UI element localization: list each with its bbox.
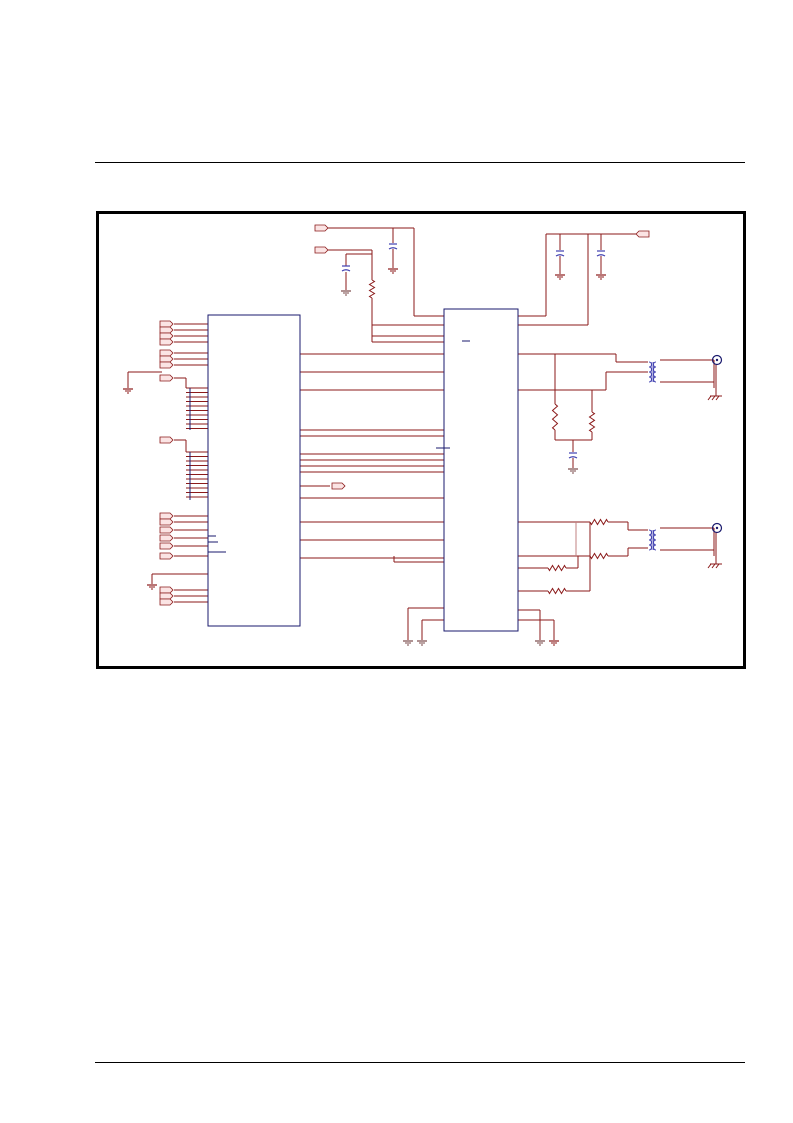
coax-connector — [711, 522, 723, 534]
capacitor — [596, 254, 606, 257]
port-connector — [314, 224, 329, 232]
component-layer — [123, 224, 723, 646]
port-connector — [159, 436, 174, 444]
resistor — [589, 518, 609, 526]
port-connector — [635, 230, 650, 238]
port-connector — [159, 349, 174, 357]
port-connector — [159, 512, 174, 520]
port-connector — [159, 320, 174, 328]
chassis-ground-symbol — [715, 395, 720, 401]
resistor — [547, 587, 567, 595]
port-connector — [159, 552, 174, 560]
port-connector — [159, 542, 174, 550]
capacitor — [568, 456, 578, 459]
capacitor — [341, 269, 351, 272]
transformer-coil — [648, 539, 652, 546]
port-connector — [159, 586, 174, 594]
port-connector — [159, 332, 174, 340]
coax-connector — [711, 354, 723, 366]
transformer-coil — [648, 534, 652, 541]
port-connector — [331, 482, 346, 490]
coax-connector-pin — [715, 526, 719, 530]
port-connector — [159, 355, 174, 363]
port-connector — [159, 534, 174, 542]
wire-layer — [127, 227, 717, 640]
port-connector — [159, 598, 174, 606]
resistor — [547, 564, 567, 572]
resistor — [588, 411, 596, 433]
resistor — [551, 403, 559, 431]
port-connector — [159, 361, 174, 369]
capacitor — [388, 247, 398, 250]
port-connector — [159, 326, 174, 334]
chassis-ground-symbol — [715, 563, 720, 569]
chassis-ground-symbol — [707, 395, 712, 401]
port-connector — [159, 338, 174, 346]
chassis-ground-symbol — [711, 395, 716, 401]
port-connector — [314, 246, 329, 254]
schematic-frame — [96, 211, 746, 669]
header-rule — [95, 162, 745, 163]
ic-u2-outline — [443, 308, 519, 632]
transformer-coil — [648, 361, 652, 368]
port-connector — [159, 518, 174, 526]
resistor — [368, 279, 376, 299]
port-connector — [159, 592, 174, 600]
transformer-coil — [648, 366, 652, 373]
chassis-ground-symbol — [707, 563, 712, 569]
transformer-coil — [648, 544, 652, 551]
resistor — [589, 552, 609, 560]
ic-u1-outline — [207, 314, 301, 627]
footer-rule — [95, 1062, 745, 1063]
transformer-coil — [648, 529, 652, 536]
schematic-diagram — [123, 224, 723, 646]
port-connector — [159, 374, 174, 382]
port-connector — [159, 526, 174, 534]
chassis-ground-symbol — [711, 563, 716, 569]
capacitor — [555, 254, 565, 257]
transformer-coil — [648, 376, 652, 383]
transformer-coil — [648, 371, 652, 378]
coax-connector-pin — [715, 358, 719, 362]
